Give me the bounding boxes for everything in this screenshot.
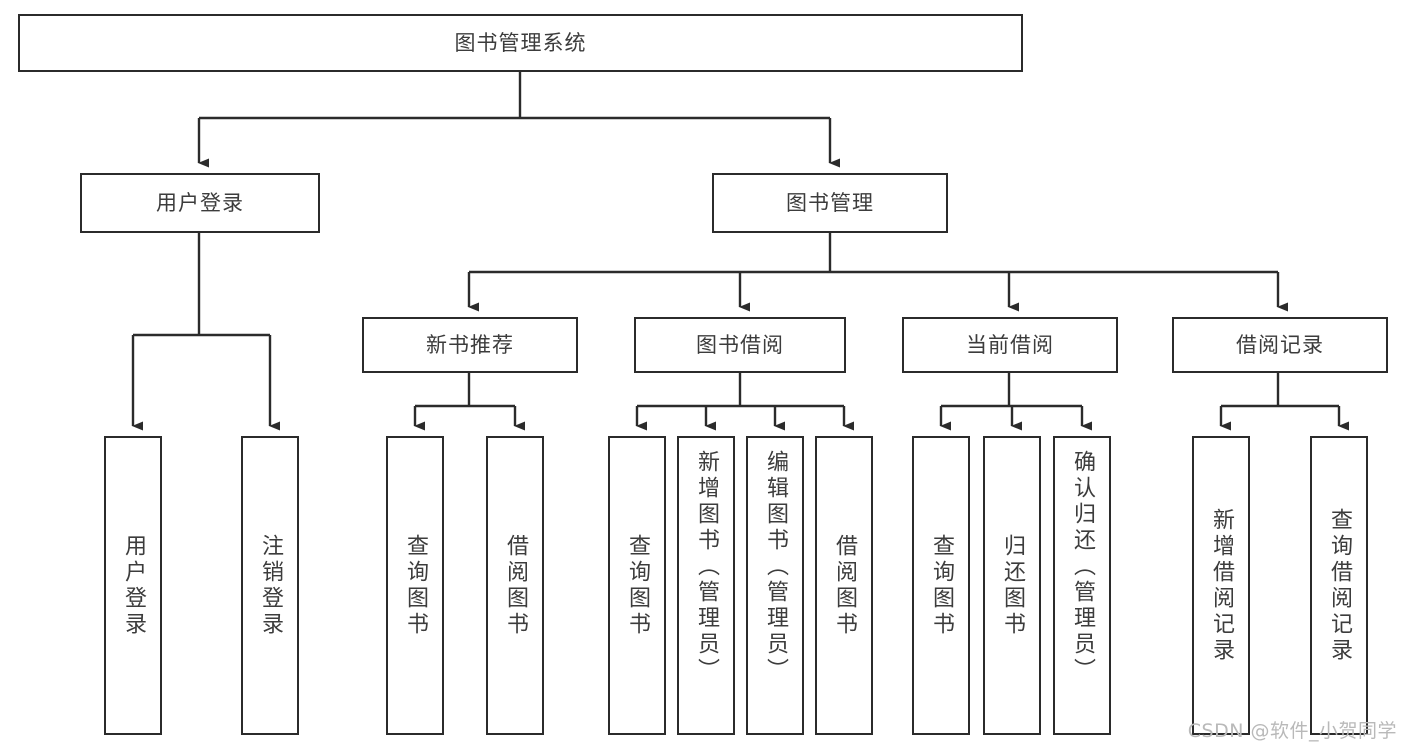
leaf-borrow-book-1[interactable]: 借阅图书 — [486, 436, 544, 735]
watermark: CSDN @软件_小贺同学 — [1187, 720, 1397, 742]
leaf-query-book-2[interactable]: 查询图书 — [608, 436, 666, 735]
node-new-book-recommend[interactable]: 新书推荐 — [362, 317, 578, 373]
leaf-confirm-return-admin[interactable]: 确认归还（管理员） — [1053, 436, 1111, 735]
node-book-manage-label: 图书管理 — [786, 190, 874, 215]
leaf-add-record[interactable]: 新增借阅记录 — [1192, 436, 1250, 735]
node-book-borrow-label: 图书借阅 — [696, 332, 784, 357]
node-current-borrow[interactable]: 当前借阅 — [902, 317, 1118, 373]
leaf-return-book[interactable]: 归还图书 — [983, 436, 1041, 735]
leaf-edit-book-admin[interactable]: 编辑图书（管理员） — [746, 436, 804, 735]
leaf-confirm-return-admin-label: 确认归还（管理员） — [1070, 450, 1095, 684]
leaf-query-book-3-label: 查询图书 — [929, 533, 954, 638]
leaf-query-book-1[interactable]: 查询图书 — [386, 436, 444, 735]
leaf-query-book-1-label: 查询图书 — [403, 533, 428, 638]
node-new-book-recommend-label: 新书推荐 — [426, 332, 514, 357]
leaf-borrow-book-2[interactable]: 借阅图书 — [815, 436, 873, 735]
leaf-query-book-3[interactable]: 查询图书 — [912, 436, 970, 735]
node-borrow-record[interactable]: 借阅记录 — [1172, 317, 1388, 373]
leaf-add-book-admin-label: 新增图书（管理员） — [694, 450, 719, 684]
leaf-logout-label: 注销登录 — [258, 533, 283, 638]
node-root-label: 图书管理系统 — [454, 30, 587, 55]
leaf-return-book-label: 归还图书 — [1000, 533, 1025, 638]
leaf-borrow-book-2-label: 借阅图书 — [832, 533, 857, 638]
leaf-query-record[interactable]: 查询借阅记录 — [1310, 436, 1368, 735]
leaf-query-record-label: 查询借阅记录 — [1327, 507, 1352, 664]
node-book-manage[interactable]: 图书管理 — [712, 173, 948, 233]
node-user-login-label: 用户登录 — [156, 190, 244, 215]
node-borrow-record-label: 借阅记录 — [1236, 332, 1324, 357]
leaf-query-book-2-label: 查询图书 — [625, 533, 650, 638]
leaf-borrow-book-1-label: 借阅图书 — [503, 533, 528, 638]
leaf-logout[interactable]: 注销登录 — [241, 436, 299, 735]
leaf-add-record-label: 新增借阅记录 — [1209, 507, 1234, 664]
node-current-borrow-label: 当前借阅 — [966, 332, 1054, 357]
leaf-add-book-admin[interactable]: 新增图书（管理员） — [677, 436, 735, 735]
leaf-edit-book-admin-label: 编辑图书（管理员） — [763, 450, 788, 684]
leaf-user-login-label: 用户登录 — [121, 533, 146, 638]
node-book-borrow[interactable]: 图书借阅 — [634, 317, 846, 373]
node-root[interactable]: 图书管理系统 — [18, 14, 1023, 72]
leaf-user-login[interactable]: 用户登录 — [104, 436, 162, 735]
node-user-login[interactable]: 用户登录 — [80, 173, 320, 233]
